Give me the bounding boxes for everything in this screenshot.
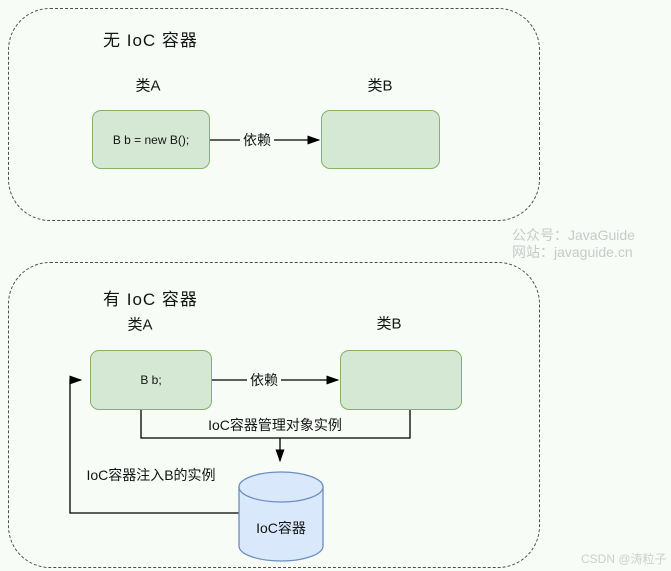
with-ioc-section-frame [8,262,540,568]
javaguide-wechat-line: 公众号：JavaGuide [512,227,635,243]
with-ioc-section-title: 有 IoC 容器 [103,290,198,309]
top-class-a-box: B b = new B(); [92,110,210,169]
bottom-dependency-label: 依赖 [247,370,281,390]
top-class-a-code: B b = new B(); [112,132,190,147]
csdn-watermark: CSDN @涛粒子 [581,552,667,566]
javaguide-watermark: 公众号：JavaGuide 网站：javaguide.cn [512,227,635,261]
manage-instances-label: IoC容器管理对象实例 [208,417,342,433]
inject-instance-label: IoC容器注入B的实例 [86,467,216,483]
ioc-container-label: IoC容器 [256,520,306,536]
bottom-class-a-code: B b; [140,373,162,387]
top-dependency-label: 依赖 [240,130,274,150]
top-class-a-label: 类A [135,77,161,95]
javaguide-site-line: 网站：javaguide.cn [512,244,633,260]
no-ioc-section-frame [8,8,540,221]
bottom-class-b-box [340,350,462,410]
top-class-b-label: 类B [367,77,393,95]
bottom-class-a-label: 类A [127,316,153,334]
no-ioc-section-title: 无 IoC 容器 [103,31,198,50]
top-class-b-box [321,110,440,169]
bottom-class-b-label: 类B [376,315,402,333]
bottom-class-a-box: B b; [90,350,212,410]
